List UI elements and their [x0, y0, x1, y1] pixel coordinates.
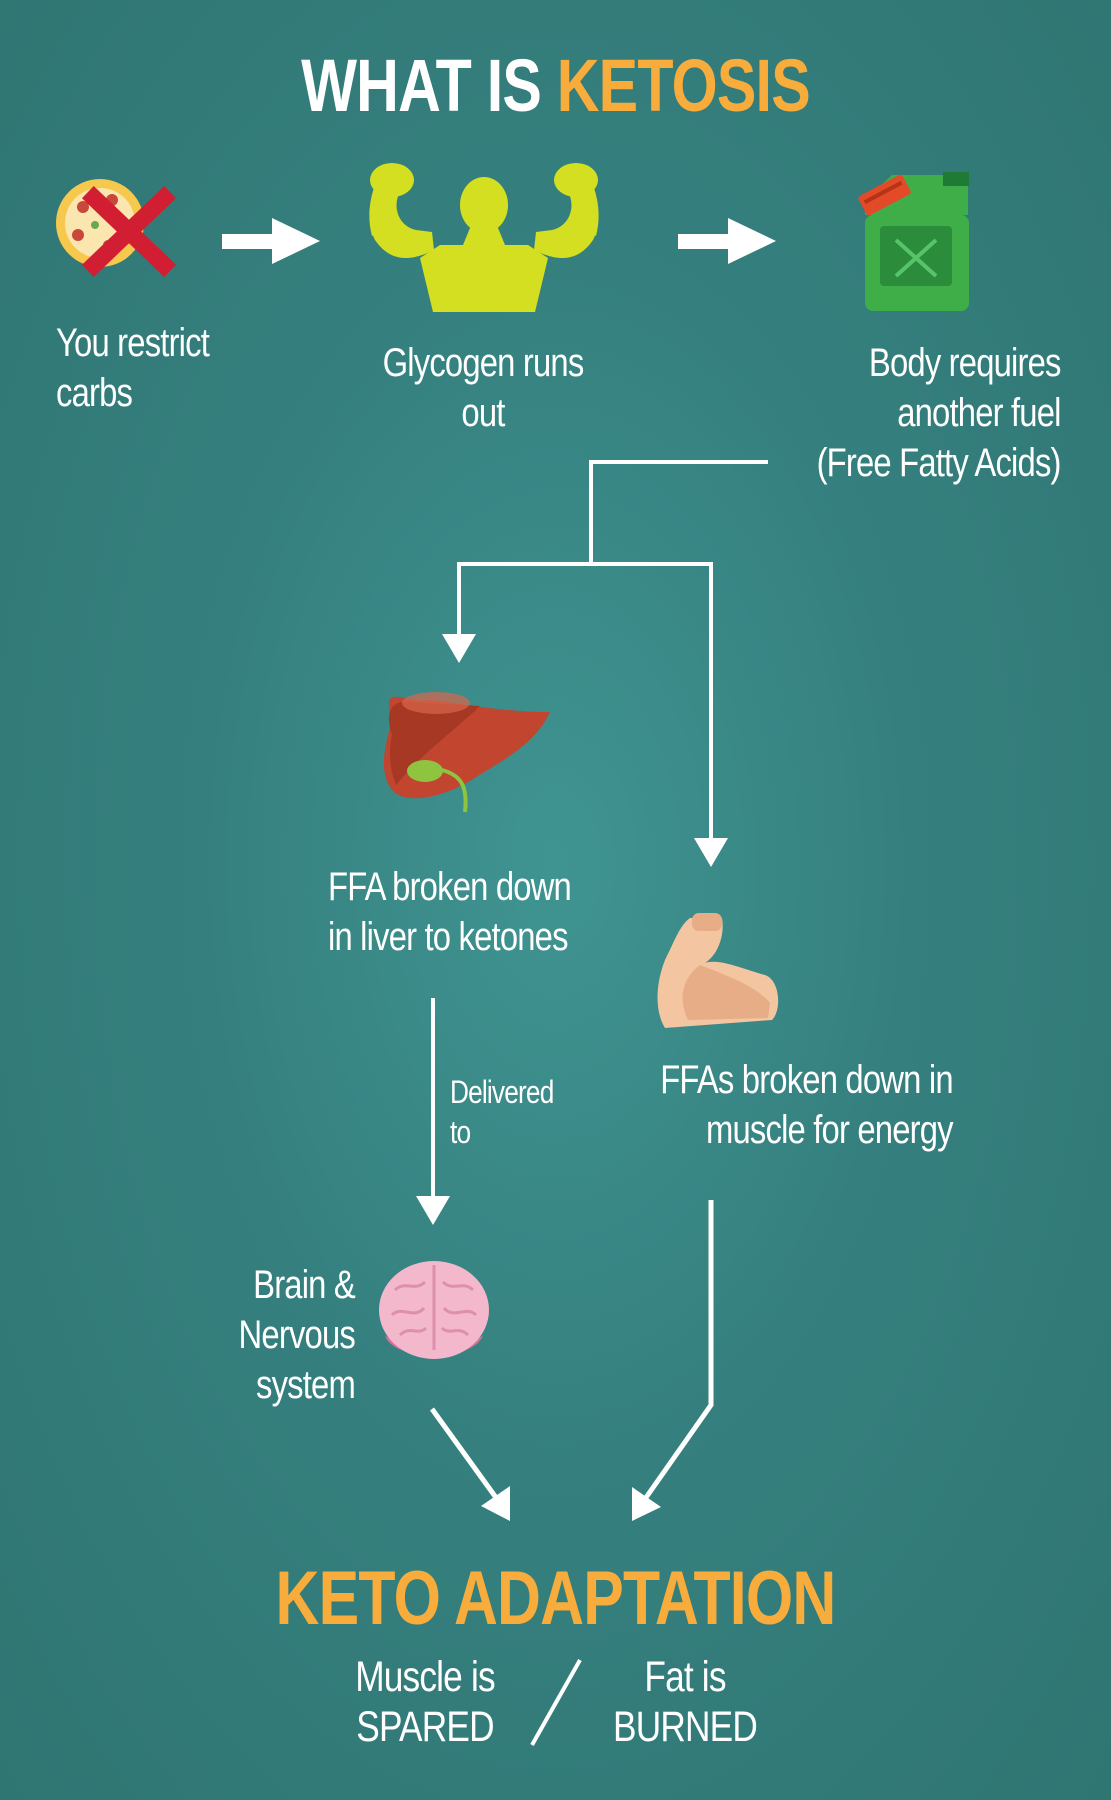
- arrow-fuel-branch: [457, 460, 768, 842]
- arrow-glycogen-to-fuel: [678, 218, 776, 264]
- brain-icon: [379, 1261, 489, 1359]
- step-glycogen-line1: Glycogen runs out: [382, 341, 585, 435]
- arrow-head-to-muscle: [694, 838, 728, 867]
- fuel-can-icon: [858, 172, 969, 311]
- step-liver: FFA broken down in liver to ketones: [328, 862, 572, 962]
- step-fuel-line2: another fuel: [897, 391, 1062, 435]
- step-fuel-line1: Body requires: [869, 341, 1062, 385]
- result-title: KETO ADAPTATION: [275, 1556, 837, 1641]
- title-highlight: KETOSIS: [556, 44, 811, 127]
- step-brain-line1: Brain &: [253, 1263, 356, 1307]
- arrow-muscle-to-adaptation: [632, 1200, 714, 1521]
- outcome-fat-line1: Fat is: [644, 1653, 726, 1701]
- step-brain-line2: Nervous: [238, 1313, 356, 1357]
- delivered-to-label: Delivered to: [450, 1072, 554, 1152]
- step-muscle-line1: FFAs broken down in: [660, 1058, 953, 1102]
- delivered-line1: Delivered: [450, 1074, 554, 1110]
- step-brain-line3: system: [256, 1363, 356, 1407]
- step-muscle: FFAs broken down in muscle for energy: [660, 1055, 953, 1155]
- outcome-muscle-line1: Muscle is: [355, 1653, 495, 1701]
- arrow-brain-to-adaptation: [429, 1407, 510, 1521]
- arrow-restrict-to-glycogen: [222, 218, 320, 264]
- page-title: WHAT IS KETOSIS: [111, 44, 1000, 128]
- pizza-crossed-icon: [56, 179, 177, 278]
- outcome-muscle: Muscle is SPARED: [343, 1652, 507, 1752]
- step-restrict-line1: You restrict: [56, 321, 210, 365]
- step-liver-line2: in liver to ketones: [328, 915, 568, 959]
- bodybuilder-icon: [369, 163, 599, 312]
- step-fuel: Body requires another fuel (Free Fatty A…: [816, 338, 1062, 488]
- step-restrict-carbs: You restrict carbs: [56, 318, 210, 418]
- step-glycogen: Glycogen runs out: [360, 338, 606, 438]
- title-prefix: WHAT IS: [301, 44, 557, 127]
- liver-icon: [383, 692, 550, 813]
- outcome-divider: [530, 1659, 582, 1746]
- step-muscle-line2: muscle for energy: [706, 1108, 954, 1152]
- outcome-fat: Fat is BURNED: [603, 1652, 767, 1752]
- arrow-head-to-liver: [442, 634, 476, 663]
- step-fuel-line3: (Free Fatty Acids): [816, 441, 1062, 485]
- step-brain: Brain & Nervous system: [238, 1260, 356, 1410]
- outcome-fat-line2: BURNED: [613, 1703, 758, 1751]
- step-liver-line1: FFA broken down: [328, 865, 572, 909]
- outcome-muscle-line2: SPARED: [356, 1703, 494, 1751]
- step-restrict-line2: carbs: [56, 371, 133, 415]
- arrow-liver-to-brain: [416, 998, 450, 1225]
- delivered-line2: to: [450, 1114, 471, 1150]
- flexed-arm-icon: [657, 913, 779, 1028]
